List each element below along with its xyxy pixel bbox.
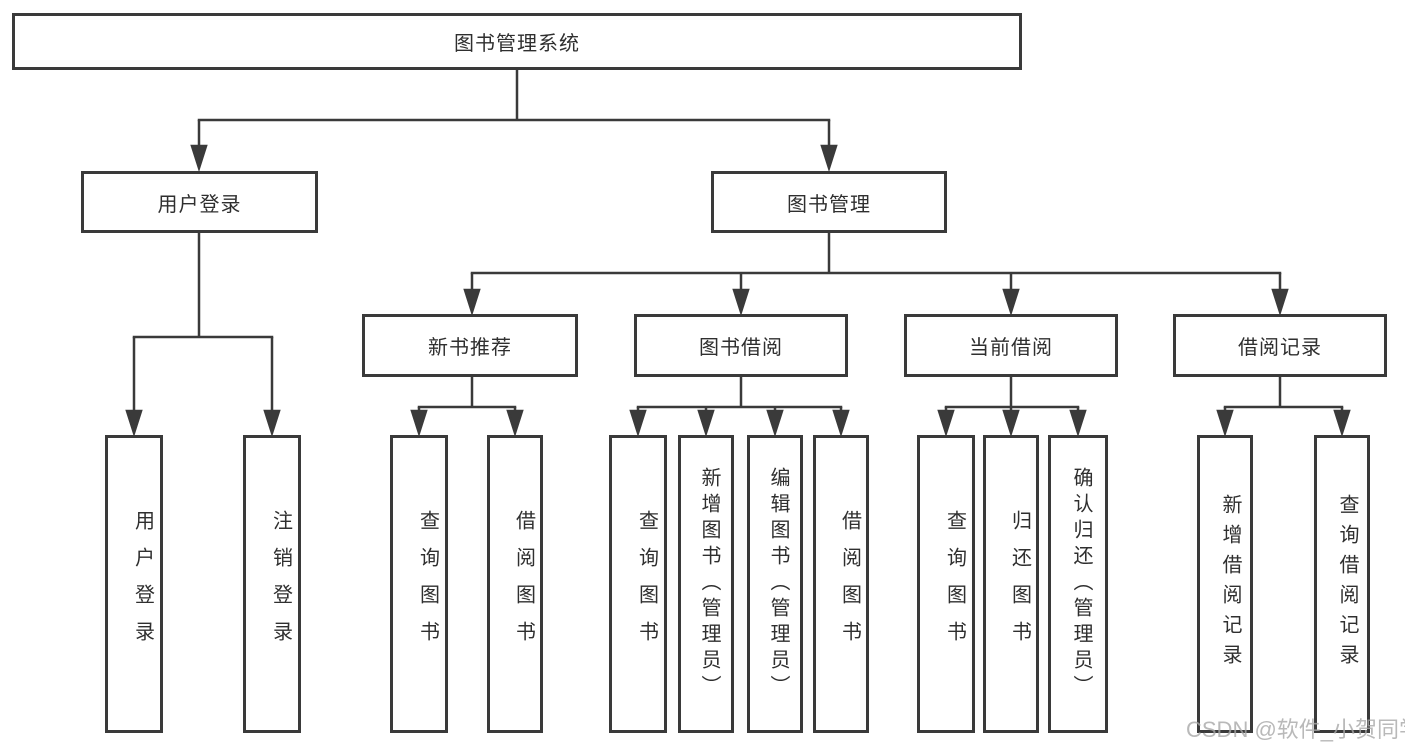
- leaf-borrow-edit-admin: 编辑图书（管理员）: [747, 435, 803, 733]
- leaf-current-confirm-admin-label: 确认归还（管理员）: [1070, 467, 1092, 701]
- leaf-records-query-label: 查询借阅记录: [1336, 494, 1358, 674]
- leaf-user-login-label: 用户登录: [131, 510, 154, 658]
- leaf-logout: 注销登录: [243, 435, 301, 733]
- leaf-records-add: 新增借阅记录: [1197, 435, 1253, 733]
- node-book-borrow: 图书借阅: [634, 314, 848, 377]
- leaf-user-login: 用户登录: [105, 435, 163, 733]
- node-new-book-recommend: 新书推荐: [362, 314, 578, 377]
- leaf-current-query-label: 查询图书: [943, 510, 966, 658]
- leaf-logout-label: 注销登录: [269, 510, 292, 658]
- node-current-borrow: 当前借阅: [904, 314, 1118, 377]
- leaf-current-return: 归还图书: [983, 435, 1039, 733]
- node-book-borrow-label: 图书借阅: [699, 337, 783, 359]
- leaf-newbook-borrow: 借阅图书: [487, 435, 543, 733]
- leaf-records-query: 查询借阅记录: [1314, 435, 1370, 733]
- node-current-borrow-label: 当前借阅: [969, 337, 1053, 359]
- node-borrow-records-label: 借阅记录: [1238, 337, 1322, 359]
- node-root-label: 图书管理系统: [454, 33, 580, 55]
- leaf-current-confirm-admin: 确认归还（管理员）: [1048, 435, 1108, 733]
- leaf-newbook-query: 查询图书: [390, 435, 448, 733]
- node-book-management: 图书管理: [711, 171, 947, 233]
- leaf-borrow-query-label: 查询图书: [635, 510, 658, 658]
- leaf-current-return-label: 归还图书: [1008, 510, 1031, 658]
- leaf-borrow-borrow: 借阅图书: [813, 435, 869, 733]
- node-user-login: 用户登录: [81, 171, 318, 233]
- leaf-borrow-edit-admin-label: 编辑图书（管理员）: [767, 467, 789, 701]
- leaf-records-add-label: 新增借阅记录: [1219, 494, 1241, 674]
- csdn-watermark: CSDN @软件_小贺同学: [1186, 717, 1405, 742]
- node-book-management-label: 图书管理: [787, 193, 871, 216]
- node-borrow-records: 借阅记录: [1173, 314, 1387, 377]
- leaf-borrow-add-admin: 新增图书（管理员）: [678, 435, 734, 733]
- node-new-book-recommend-label: 新书推荐: [428, 337, 512, 359]
- leaf-borrow-borrow-label: 借阅图书: [838, 510, 861, 658]
- leaf-current-query: 查询图书: [917, 435, 975, 733]
- leaf-borrow-query: 查询图书: [609, 435, 667, 733]
- leaf-borrow-add-admin-label: 新增图书（管理员）: [698, 467, 720, 701]
- node-root: 图书管理系统: [12, 13, 1022, 70]
- leaf-newbook-query-label: 查询图书: [416, 510, 439, 658]
- node-user-login-label: 用户登录: [157, 193, 242, 216]
- leaf-newbook-borrow-label: 借阅图书: [512, 510, 535, 658]
